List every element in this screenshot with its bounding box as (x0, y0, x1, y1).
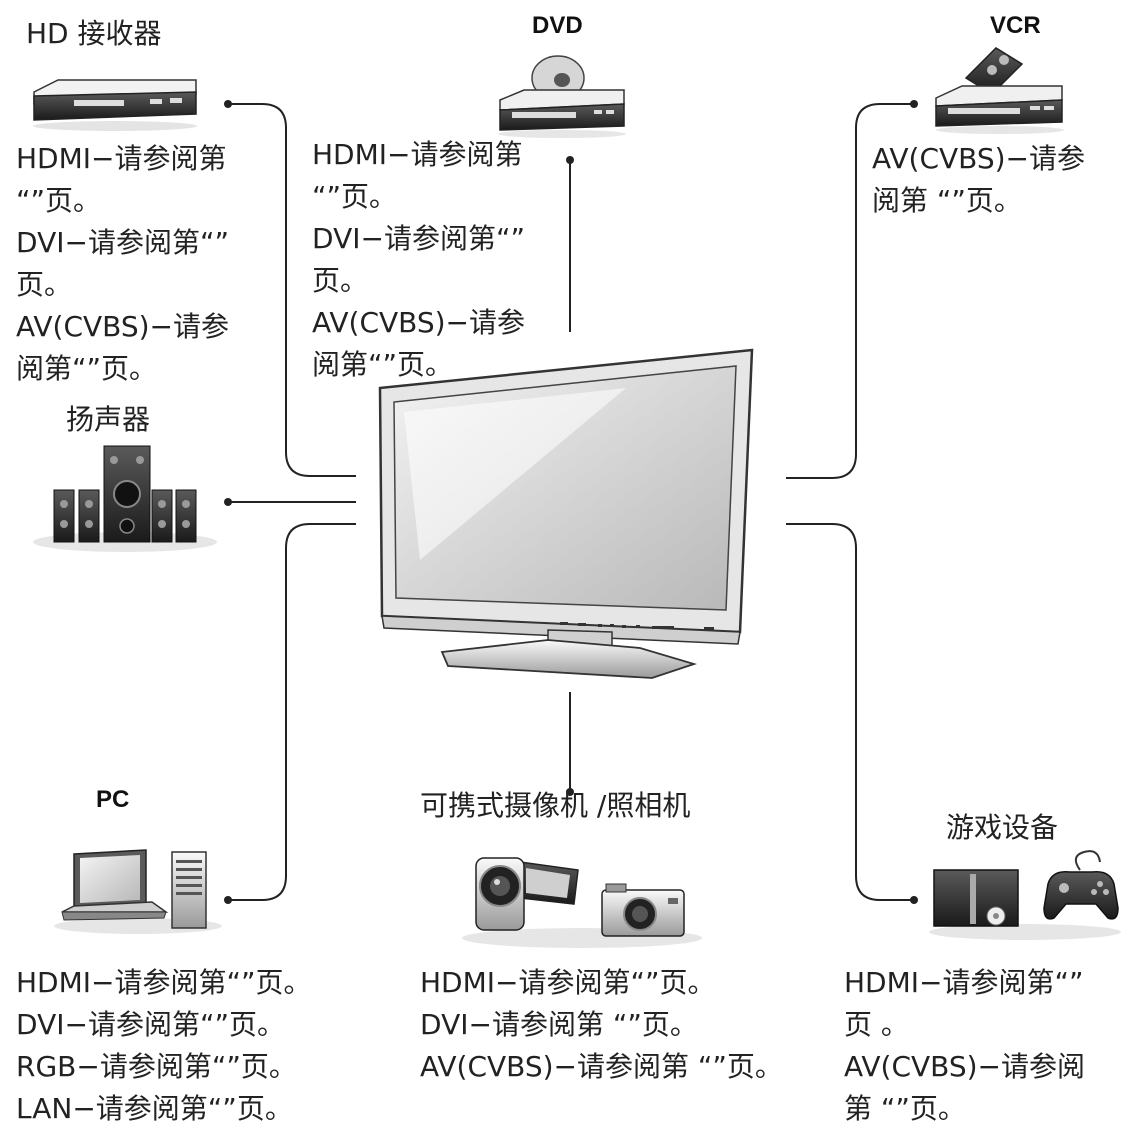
tv-monitor (378, 348, 754, 679)
game-line: AV(CVBS)−请参阅 (844, 1050, 1086, 1083)
dvd-line: 阅第“”页。 (312, 348, 454, 381)
pc-line: LAN−请参阅第“”页。 (16, 1092, 293, 1125)
hd-receiver-connector (228, 103, 356, 477)
hd-receiver-line: AV(CVBS)−请参 (16, 310, 230, 343)
hd-receiver-line: 阅第“”页。 (16, 352, 158, 385)
camera-line: DVI−请参阅第 “”页。 (420, 1008, 698, 1041)
dvd-line: DVI−请参阅第“” (312, 222, 525, 255)
game-description: HDMI−请参阅第“” 页 。 AV(CVBS)−请参阅 第 “”页。 (844, 962, 1085, 1130)
camera-line: AV(CVBS)−请参阅第 “”页。 (420, 1050, 783, 1083)
dvd-line: AV(CVBS)−请参 (312, 306, 526, 339)
dvd-title: DVD (532, 12, 583, 39)
hd-receiver-description: HDMI−请参阅第 “”页。 DVI−请参阅第“” 页。 AV(CVBS)−请参… (16, 138, 229, 390)
game-line: 页 。 (844, 1008, 909, 1041)
dvd-device (498, 55, 626, 138)
vcr-connector (786, 103, 914, 479)
vcr-device (935, 47, 1064, 134)
game-line: 第 “”页。 (844, 1092, 966, 1125)
camera-line: HDMI−请参阅第“”页。 (420, 966, 716, 999)
speaker-title: 扬声器 (66, 403, 151, 436)
vcr-description: AV(CVBS)−请参 阅第 “”页。 (872, 138, 1085, 222)
pc-description: HDMI−请参阅第“”页。 DVI−请参阅第“”页。 RGB−请参阅第“”页。 … (16, 962, 312, 1130)
dvd-description: HDMI−请参阅第 “”页。 DVI−请参阅第“” 页。 AV(CVBS)−请参… (312, 134, 525, 386)
game-device (929, 850, 1121, 940)
speaker-device (33, 445, 217, 552)
pc-line: HDMI−请参阅第“”页。 (16, 966, 312, 999)
game-connector (786, 523, 914, 901)
hd-receiver-line: DVI−请参阅第“” (16, 226, 229, 259)
pc-line: DVI−请参阅第“”页。 (16, 1008, 285, 1041)
hd-receiver-line: 页。 (16, 268, 73, 301)
pc-device (54, 849, 222, 934)
camera-description: HDMI−请参阅第“”页。 DVI−请参阅第 “”页。 AV(CVBS)−请参阅… (420, 962, 783, 1088)
vcr-line: 阅第 “”页。 (872, 184, 1022, 217)
pc-title: PC (96, 786, 130, 813)
camera-device (462, 857, 702, 948)
hd-receiver-line: “”页。 (16, 184, 102, 217)
pc-connector (228, 523, 356, 901)
hd-receiver-line: HDMI−请参阅第 (16, 142, 227, 175)
dvd-line: HDMI−请参阅第 (312, 138, 523, 171)
game-line: HDMI−请参阅第“” (844, 966, 1084, 999)
vcr-line: AV(CVBS)−请参 (872, 142, 1086, 175)
hd-receiver-title: HD 接收器 (26, 17, 162, 50)
dvd-line: “”页。 (312, 180, 398, 213)
camera-title: 可携式摄像机 /照相机 (420, 789, 691, 822)
hd-receiver-device (33, 79, 197, 131)
pc-line: RGB−请参阅第“”页。 (16, 1050, 297, 1083)
vcr-title: VCR (990, 12, 1041, 39)
game-title: 游戏设备 (946, 811, 1059, 844)
dvd-line: 页。 (312, 264, 369, 297)
